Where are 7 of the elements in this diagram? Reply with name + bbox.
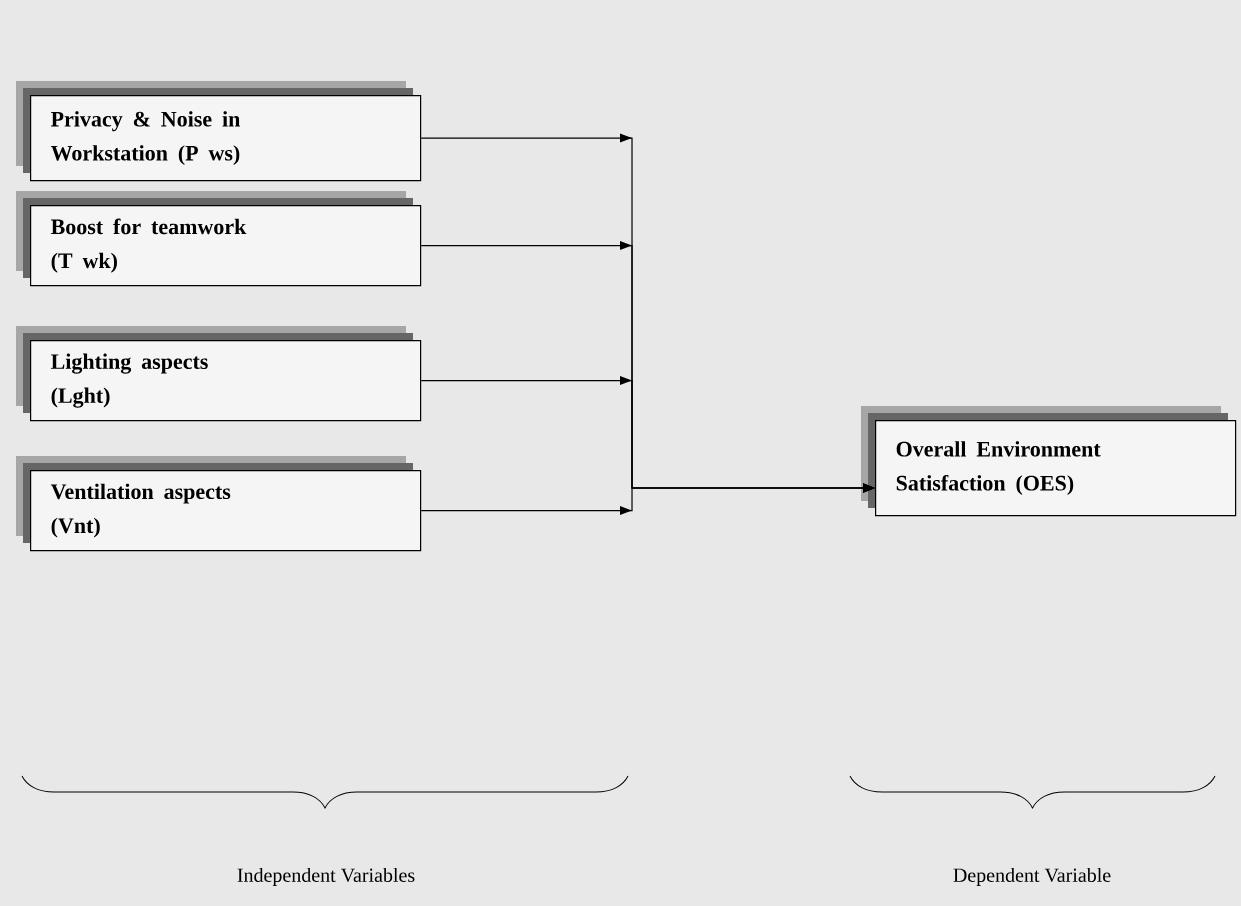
stacked-box: Lighting aspects (Lght) bbox=[16, 326, 422, 422]
brace-label: Independent Variables bbox=[237, 867, 415, 887]
stacked-box: Overall Environment Satisfaction (OES) bbox=[861, 406, 1237, 517]
stacked-box: Privacy & Noise in Workstation (P ws) bbox=[16, 81, 422, 182]
brace-label: Dependent Variable bbox=[953, 867, 1111, 887]
stacked-box: Boost for teamwork (T wk) bbox=[16, 191, 422, 287]
stacked-box: Ventilation aspects (Vnt) bbox=[16, 456, 422, 552]
